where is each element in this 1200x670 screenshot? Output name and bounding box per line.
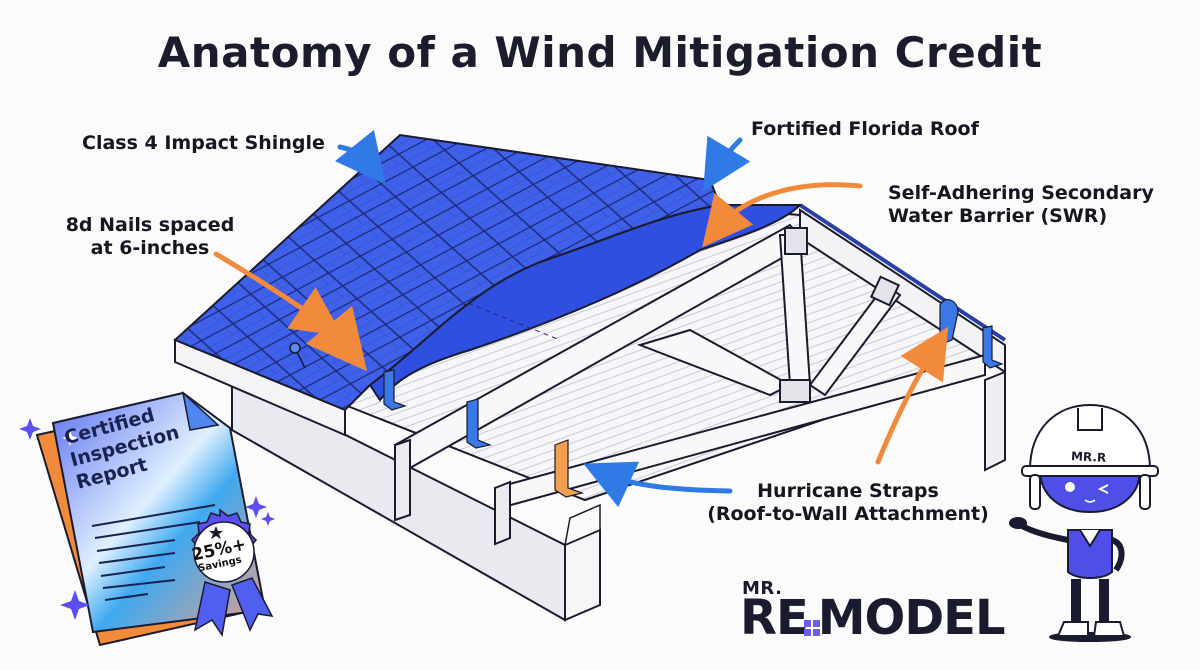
arrow-swr xyxy=(702,182,863,248)
star-icon xyxy=(209,526,223,539)
label-fortified-florida-roof: Fortified Florida Roof xyxy=(751,118,979,140)
label-nails-line1: 8d Nails spaced xyxy=(65,214,235,236)
arrow-straps-left xyxy=(583,461,733,508)
arrow-shingle xyxy=(334,129,386,185)
mascot-robot xyxy=(1009,403,1159,642)
label-straps-line2: (Roof-to-Wall Attachment) xyxy=(707,503,989,525)
arrow-straps-right xyxy=(875,326,949,465)
logo-text-left: RE xyxy=(740,590,809,646)
logo-text-right: MODEL xyxy=(817,590,1006,646)
arrow-fortified xyxy=(703,135,751,192)
sparkle-icon xyxy=(19,418,275,620)
label-nails-spacing: 8d Nails spaced at 6-inches xyxy=(60,214,240,260)
label-straps-line1: Hurricane Straps xyxy=(757,480,939,502)
arrow-nails-2 xyxy=(305,305,367,372)
label-nails-line2: at 6-inches xyxy=(90,237,210,259)
certificate-document xyxy=(35,390,267,647)
label-hurricane-straps: Hurricane Straps (Roof-to-Wall Attachmen… xyxy=(688,480,1008,526)
label-secondary-water-barrier: Self-Adhering Secondary Water Barrier (S… xyxy=(888,182,1154,228)
eave-fascia xyxy=(174,338,346,437)
house-window-icon xyxy=(803,620,820,636)
page-title: Anatomy of a Wind Mitigation Credit xyxy=(157,28,1043,77)
mascot-helmet-text: MR.R xyxy=(1070,449,1107,465)
logo-prefix: MR. xyxy=(742,578,783,599)
savings-badge xyxy=(190,508,274,637)
label-swr-line1: Self-Adhering Secondary xyxy=(888,182,1154,204)
label-swr-line2: Water Barrier (SWR) xyxy=(888,205,1108,227)
nail-icon xyxy=(289,342,306,369)
callout-arrows xyxy=(213,129,949,508)
label-class4-impact-shingle: Class 4 Impact Shingle xyxy=(82,132,325,154)
